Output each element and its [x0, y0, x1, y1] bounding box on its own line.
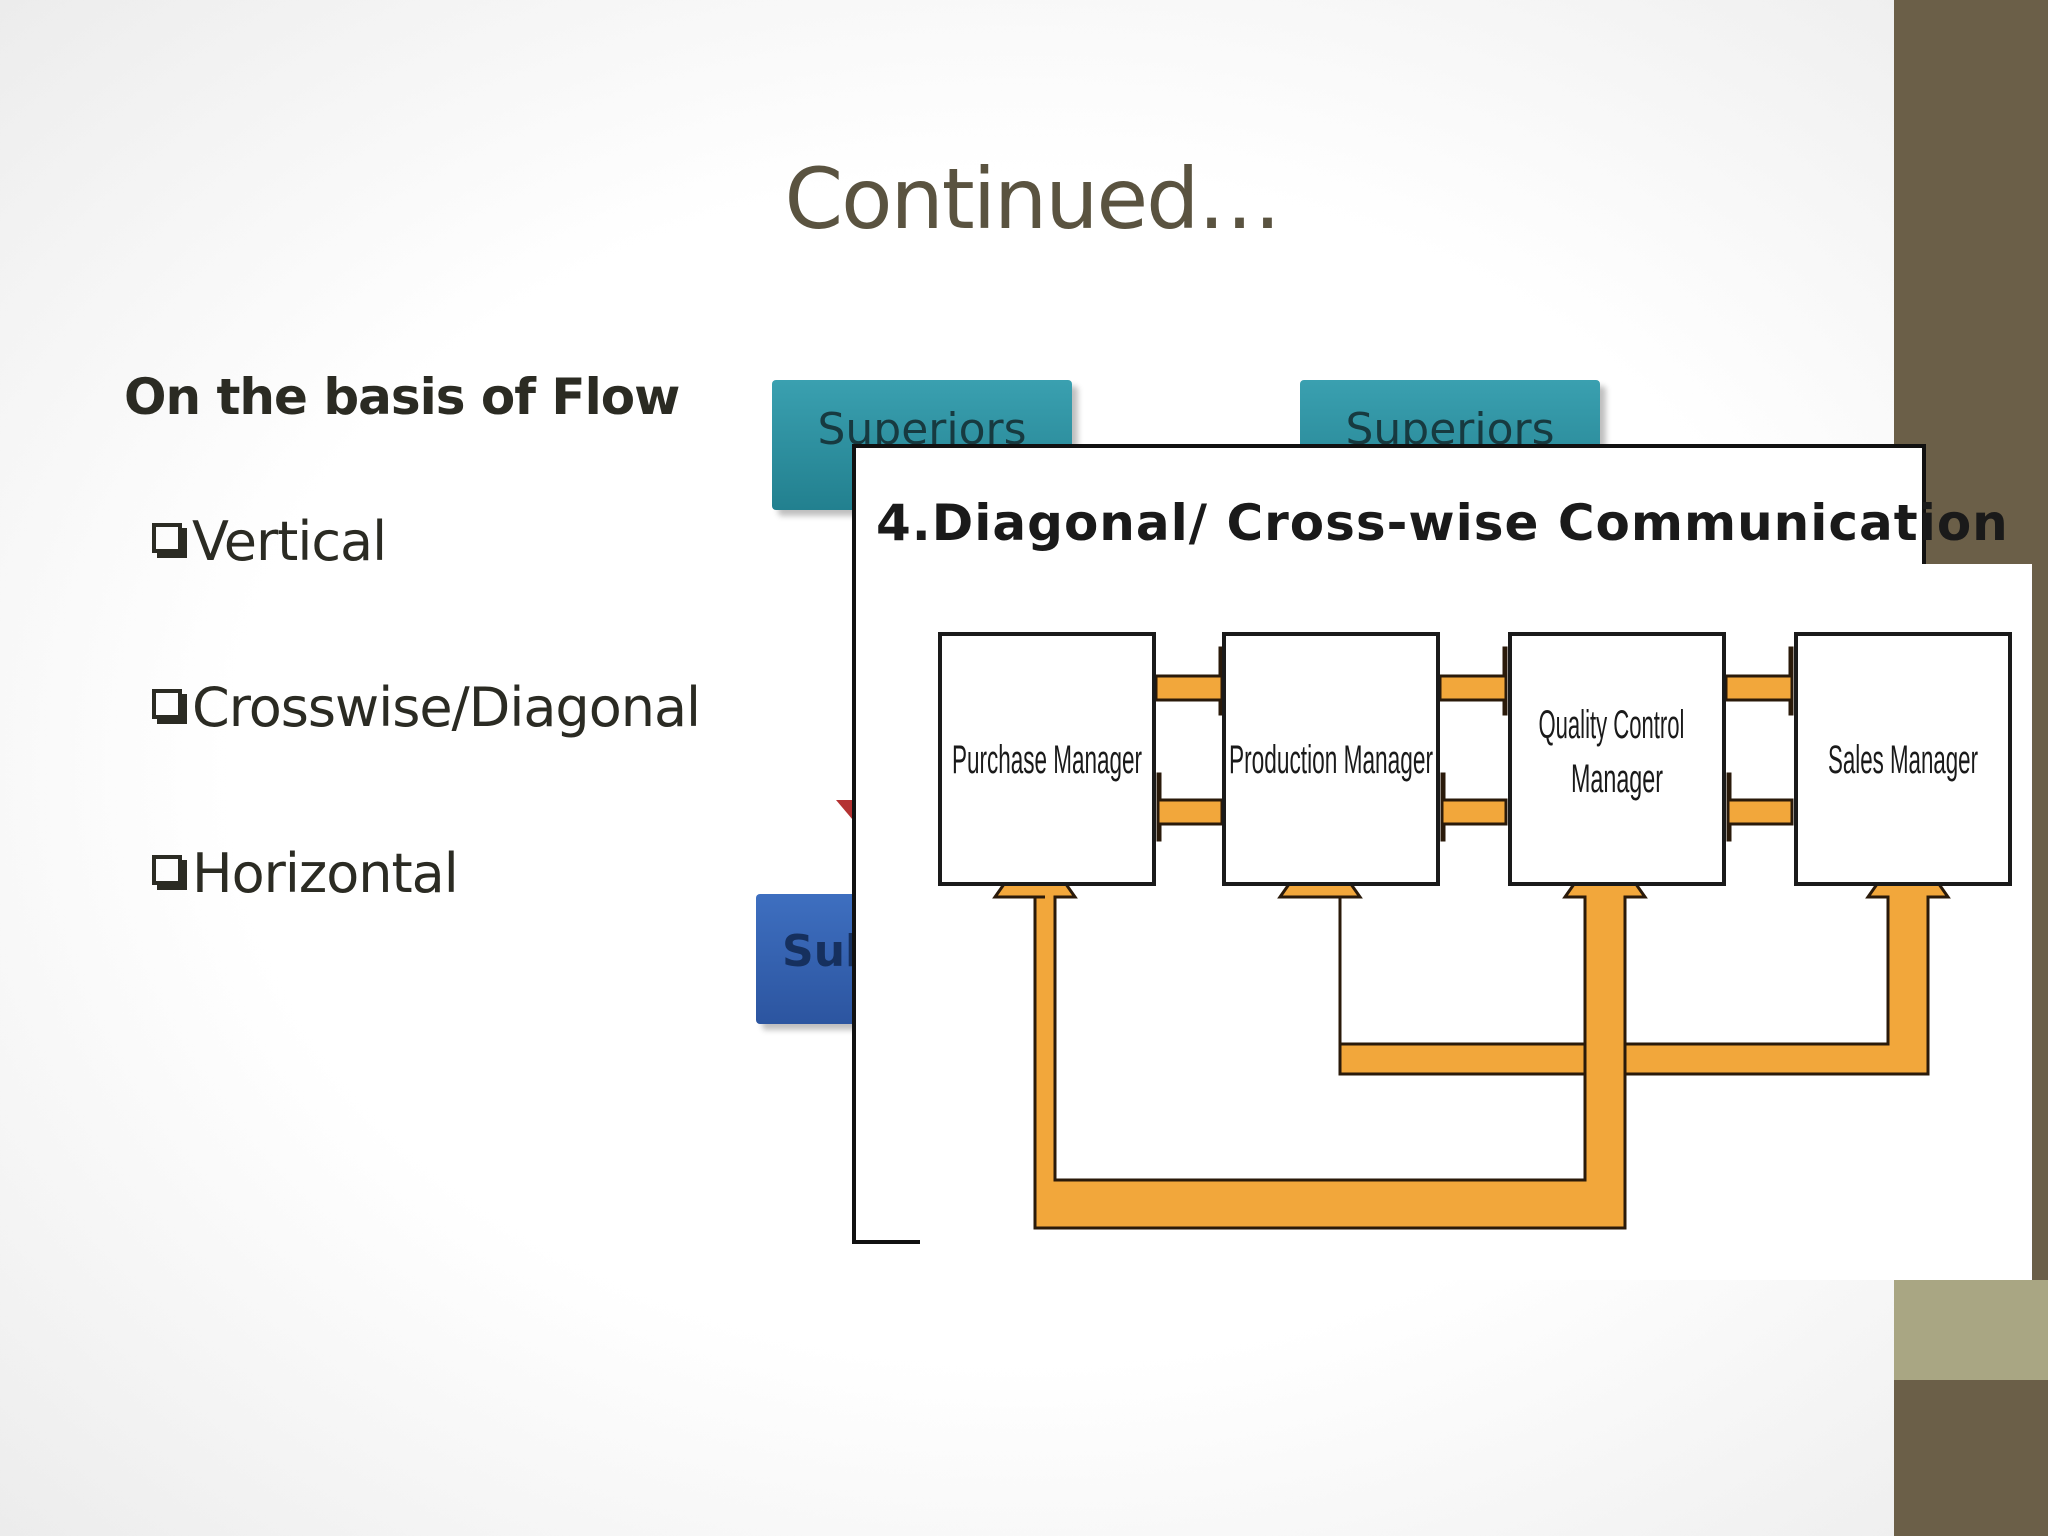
manager-label: Production Manager — [1229, 738, 1433, 782]
right-arrow-icon — [1724, 646, 1794, 716]
right-arrow-icon — [1438, 646, 1508, 716]
bullet-text: Horizontal — [192, 842, 459, 905]
bullet-item: Horizontal — [152, 842, 459, 905]
manager-label: Quality Control Manager — [1538, 703, 1695, 801]
bullet-item: Crosswise/Diagonal — [152, 676, 701, 739]
left-arrows — [1156, 772, 1794, 842]
side-accent-stripe — [1894, 1280, 2048, 1380]
bullet-text: Crosswise/Diagonal — [192, 676, 701, 739]
manager-box-purchase — [938, 632, 1156, 886]
bullet-text: Vertical — [192, 510, 387, 573]
manager-box-sales — [1794, 632, 2012, 886]
communication-flow-diagram: Purchase Manager Production Manager Qual… — [938, 632, 2012, 1230]
manager-label: Purchase Manager — [952, 738, 1142, 782]
manager-label: Sales Manager — [1828, 738, 1978, 782]
manager-box-production — [1222, 632, 1440, 886]
checkbox-bullet-icon — [152, 688, 182, 719]
diagram-title: 4.Diagonal/ Cross-wise Communication — [876, 494, 2009, 552]
checkbox-bullet-icon — [152, 522, 182, 553]
slide-title: Continued… — [784, 150, 1281, 248]
checkbox-bullet-icon — [152, 854, 182, 885]
bullet-item: Vertical — [152, 510, 387, 573]
left-arrow-icon — [1156, 772, 1224, 842]
section-heading: On the basis of Flow — [124, 368, 680, 426]
right-arrow-icon — [1154, 646, 1224, 716]
manager-box-quality — [1508, 632, 1726, 886]
left-arrow-icon — [1726, 772, 1794, 842]
left-arrow-icon — [1440, 772, 1508, 842]
